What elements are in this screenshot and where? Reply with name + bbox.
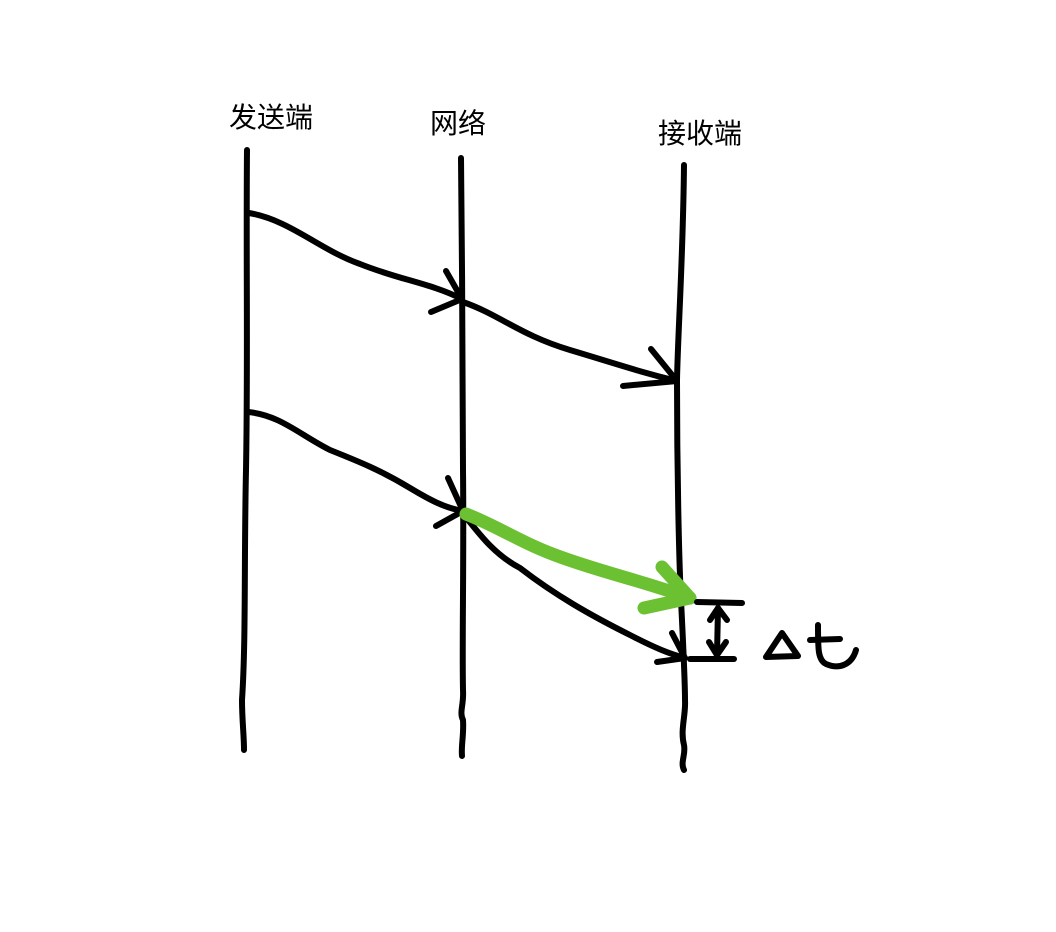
delta-t-label: Δt: [764, 618, 826, 686]
delta-bracket-stem: [714, 605, 721, 658]
message-2-arrowhead-2-expected: [637, 560, 697, 615]
delta-t-glyph: [763, 622, 859, 670]
lifeline-sender: [239, 147, 250, 753]
message-1-arrowhead-1: [428, 268, 465, 315]
delta-bracket-arrow-up: [707, 605, 730, 623]
message-2-arrowhead-2-delayed: [654, 630, 688, 665]
message-1-leg-2: [460, 299, 680, 384]
message-2-leg-2-delayed: [462, 513, 688, 661]
lifeline-network: [458, 155, 467, 759]
message-1-leg-1: [246, 210, 465, 302]
lane-label-sender: 发送端: [229, 101, 313, 134]
delta-bracket-top-tick: [694, 599, 745, 606]
message-2-leg-2-expected: [459, 507, 697, 605]
message-2-leg-1: [245, 409, 466, 514]
message-1-arrowhead-2: [620, 346, 680, 389]
delta-bracket-arrow-down: [706, 639, 729, 658]
lane-label-receiver: 接收端: [658, 117, 742, 150]
lifeline-receiver: [674, 162, 689, 773]
lane-label-network: 网络: [430, 107, 486, 140]
